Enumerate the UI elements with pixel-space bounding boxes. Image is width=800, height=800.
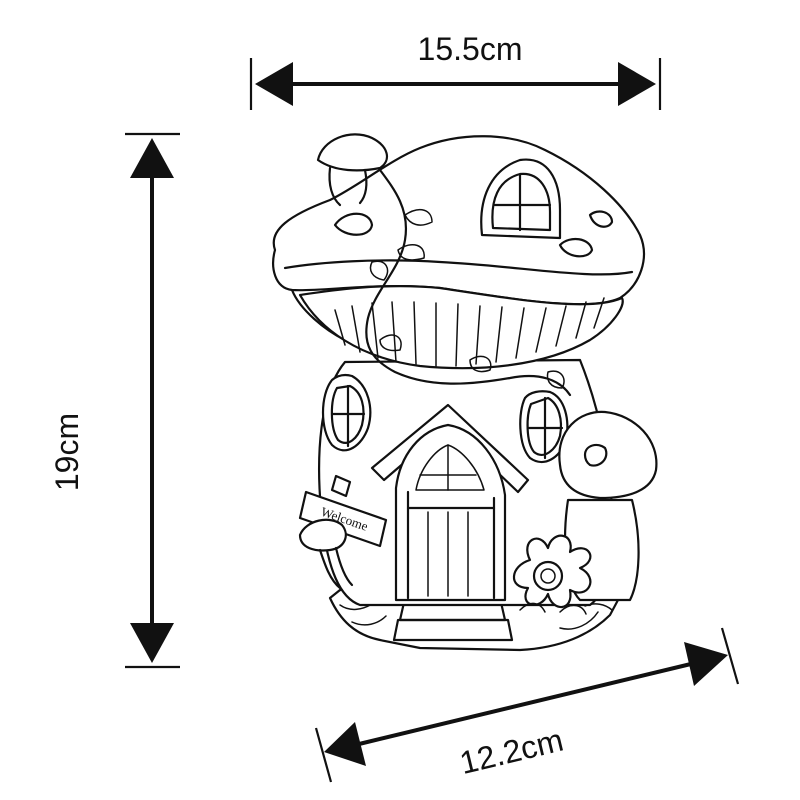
width-arrow-right bbox=[618, 62, 656, 106]
vine bbox=[365, 168, 572, 397]
depth-label: 12.2cm bbox=[456, 722, 566, 782]
depth-arrow-left bbox=[324, 722, 366, 766]
depth-left-extension bbox=[314, 727, 333, 783]
width-label: 15.5cm bbox=[418, 31, 523, 67]
door-roof bbox=[370, 403, 530, 494]
attic-window bbox=[480, 158, 562, 240]
height-arrow-bottom bbox=[130, 623, 174, 663]
flower-decoration bbox=[512, 534, 592, 615]
right-round-window bbox=[519, 390, 569, 464]
mushroom-cap bbox=[272, 133, 645, 370]
depth-line bbox=[354, 661, 696, 747]
cap-spot bbox=[558, 237, 594, 258]
cap-spot bbox=[588, 210, 614, 228]
depth-right-extension bbox=[720, 627, 740, 685]
small-mushroom-left bbox=[298, 518, 354, 590]
mushroom-house-illustration: Welcome bbox=[272, 133, 658, 652]
front-door bbox=[394, 423, 507, 602]
depth-dimension: 12.2cm bbox=[314, 627, 740, 783]
height-arrow-top bbox=[130, 138, 174, 178]
width-dimension: 15.5cm bbox=[249, 31, 662, 110]
height-label: 19cm bbox=[49, 413, 85, 491]
mushroom-spot bbox=[583, 443, 608, 467]
small-cap-mushroom bbox=[316, 133, 389, 172]
height-dimension: 19cm bbox=[49, 132, 180, 669]
depth-arrow-right bbox=[684, 642, 728, 686]
front-step-lower bbox=[392, 618, 514, 642]
cap-spot bbox=[333, 212, 374, 236]
left-round-window bbox=[322, 373, 372, 452]
width-arrow-left bbox=[255, 62, 293, 106]
